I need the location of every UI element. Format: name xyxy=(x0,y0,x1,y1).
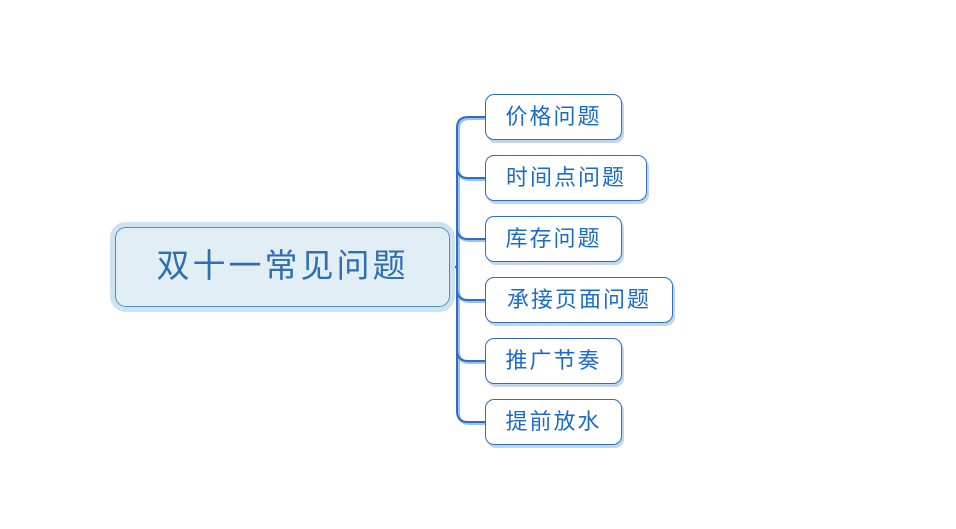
child-node[interactable]: 价格问题 xyxy=(485,94,622,140)
root-node-body: 双十一常见问题 xyxy=(115,227,450,307)
child-node-label: 提前放水 xyxy=(505,409,602,434)
root-node-label: 双十一常见问题 xyxy=(156,248,409,285)
child-node-label: 价格问题 xyxy=(505,104,602,129)
child-node[interactable]: 承接页面问题 xyxy=(485,277,673,323)
child-node[interactable]: 提前放水 xyxy=(485,399,622,445)
connector-branches xyxy=(456,166,485,362)
child-node-label: 时间点问题 xyxy=(505,165,626,190)
connector-branch-shadow xyxy=(457,168,487,364)
connector-trunk xyxy=(456,116,485,423)
child-node[interactable]: 推广节奏 xyxy=(485,338,622,384)
root-node[interactable]: 双十一常见问题 xyxy=(110,222,455,312)
child-node-label: 承接页面问题 xyxy=(506,287,651,312)
child-node-label: 库存问题 xyxy=(505,226,602,251)
child-node[interactable]: 库存问题 xyxy=(485,216,622,262)
connector-trunk-shadow xyxy=(457,117,487,425)
child-node[interactable]: 时间点问题 xyxy=(485,155,647,201)
child-node-label: 推广节奏 xyxy=(505,348,602,373)
